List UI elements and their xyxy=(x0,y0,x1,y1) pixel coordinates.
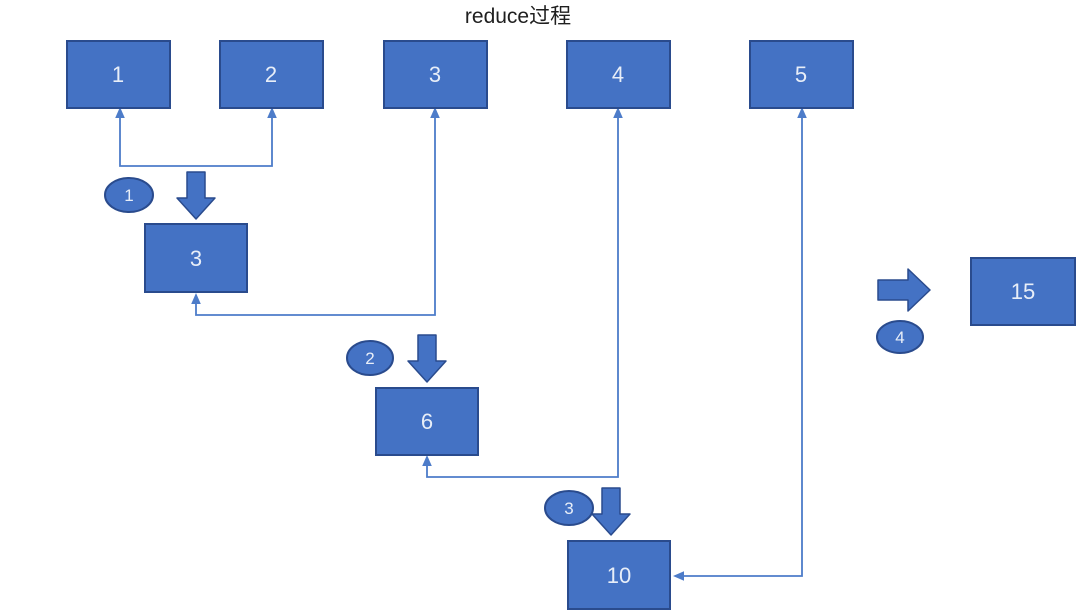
partial-box-3: 3 xyxy=(144,223,248,293)
input-box-4: 4 xyxy=(566,40,671,109)
badge-ellipse xyxy=(544,490,594,526)
input-box-1: 1 xyxy=(66,40,171,109)
node-label: 6 xyxy=(421,409,433,434)
partial-box-10: 10 xyxy=(567,540,671,610)
node-label: 5 xyxy=(795,62,807,87)
up-arrowhead-into-input-2-icon xyxy=(267,107,277,118)
diagram-title: reduce过程 xyxy=(465,5,571,28)
node-rect xyxy=(375,387,479,456)
node-label: 1 xyxy=(112,62,124,87)
node-rect xyxy=(383,40,488,109)
final-result-box-15: 15 xyxy=(970,257,1076,326)
node-rect xyxy=(970,257,1076,326)
connector-input1-input2 xyxy=(119,112,273,167)
badge-label: 3 xyxy=(564,499,573,518)
badge-label: 1 xyxy=(124,186,133,205)
left-arrowhead-into-partial-10-icon xyxy=(673,571,684,581)
node-rect xyxy=(66,40,171,109)
up-arrowhead-into-input-4-icon xyxy=(613,107,623,118)
connector-partial6-input4 xyxy=(426,112,619,478)
up-arrowhead-into-partial-3-icon xyxy=(191,293,201,304)
node-rect xyxy=(219,40,324,109)
connector-partial3-input3 xyxy=(195,112,436,316)
node-label: 15 xyxy=(1011,279,1035,304)
node-label: 3 xyxy=(190,246,202,271)
badge-ellipse xyxy=(346,340,394,376)
badge-ellipse xyxy=(876,320,924,354)
partial-box-6: 6 xyxy=(375,387,479,456)
node-rect xyxy=(144,223,248,293)
node-label: 4 xyxy=(612,62,624,87)
connector-input5-partial10 xyxy=(678,112,803,577)
down-block-arrow-step-1-icon xyxy=(176,171,216,220)
node-rect xyxy=(749,40,854,109)
down-block-arrow-step-2-icon xyxy=(407,334,447,383)
step-badge-1: 1 xyxy=(104,177,154,213)
node-label: 3 xyxy=(429,62,441,87)
node-label: 10 xyxy=(607,563,631,588)
node-label: 2 xyxy=(265,62,277,87)
input-box-3: 3 xyxy=(383,40,488,109)
step-badge-3: 3 xyxy=(544,490,594,526)
badge-ellipse xyxy=(104,177,154,213)
step-badge-4: 4 xyxy=(876,320,924,354)
up-arrowhead-into-input-5-icon xyxy=(797,107,807,118)
input-box-5: 5 xyxy=(749,40,854,109)
input-box-2: 2 xyxy=(219,40,324,109)
node-rect xyxy=(567,540,671,610)
down-block-arrow-step-3-icon xyxy=(591,487,631,536)
step-badge-2: 2 xyxy=(346,340,394,376)
up-arrowhead-into-input-1-icon xyxy=(115,107,125,118)
up-arrowhead-into-input-3-icon xyxy=(430,107,440,118)
badge-label: 4 xyxy=(895,328,904,347)
up-arrowhead-into-partial-6-icon xyxy=(422,455,432,466)
right-block-arrow-step-4-icon xyxy=(877,268,931,312)
node-rect xyxy=(566,40,671,109)
badge-label: 2 xyxy=(365,349,374,368)
